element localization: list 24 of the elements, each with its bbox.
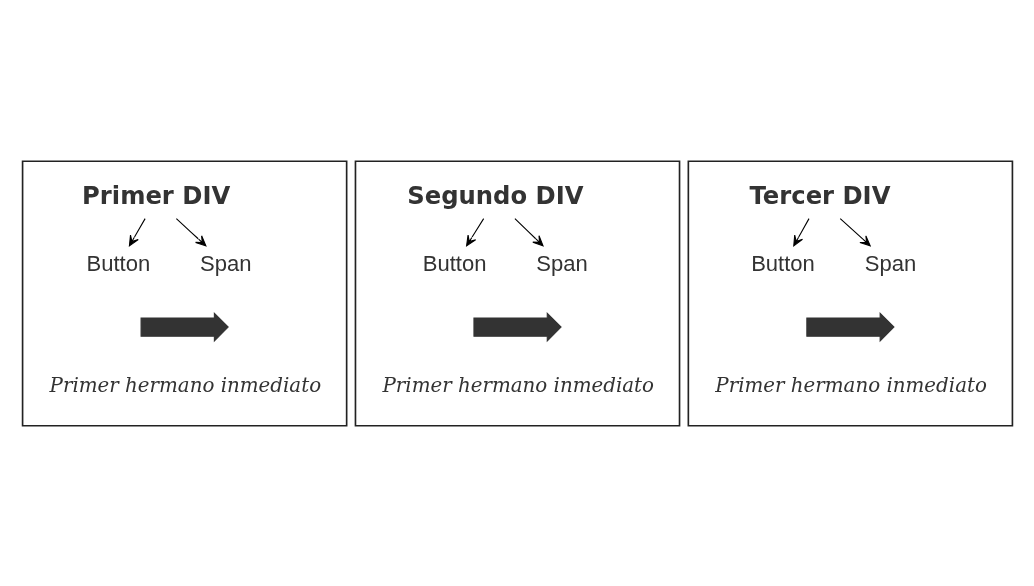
arrow: [465, 217, 484, 246]
arrow: [128, 217, 146, 246]
node-text: Span: [535, 250, 588, 276]
node-text: Primer hermano inmediato: [381, 373, 654, 397]
node-text: Tercer DIV: [749, 180, 890, 210]
node-text: Primer DIV: [81, 180, 230, 210]
node-text: Button: [86, 250, 150, 276]
node-arrow: [472, 311, 562, 342]
cluster: [354, 159, 680, 427]
cluster: [21, 159, 347, 427]
node-text: Span: [864, 250, 916, 276]
arrow: [839, 217, 871, 246]
arrow: [513, 217, 544, 246]
node-text: Primer hermano inmediato: [49, 373, 321, 397]
node-text: Primer hermano inmediato: [714, 373, 987, 397]
arrow: [175, 217, 206, 246]
arrow: [792, 217, 810, 246]
node-text: Button: [750, 250, 815, 276]
node-text: Span: [199, 250, 251, 276]
node-arrow: [140, 311, 229, 342]
node-arrow: [805, 311, 895, 342]
node-text: Segundo DIV: [406, 180, 583, 210]
node-text: Button: [422, 250, 486, 276]
cluster: [687, 159, 1013, 427]
